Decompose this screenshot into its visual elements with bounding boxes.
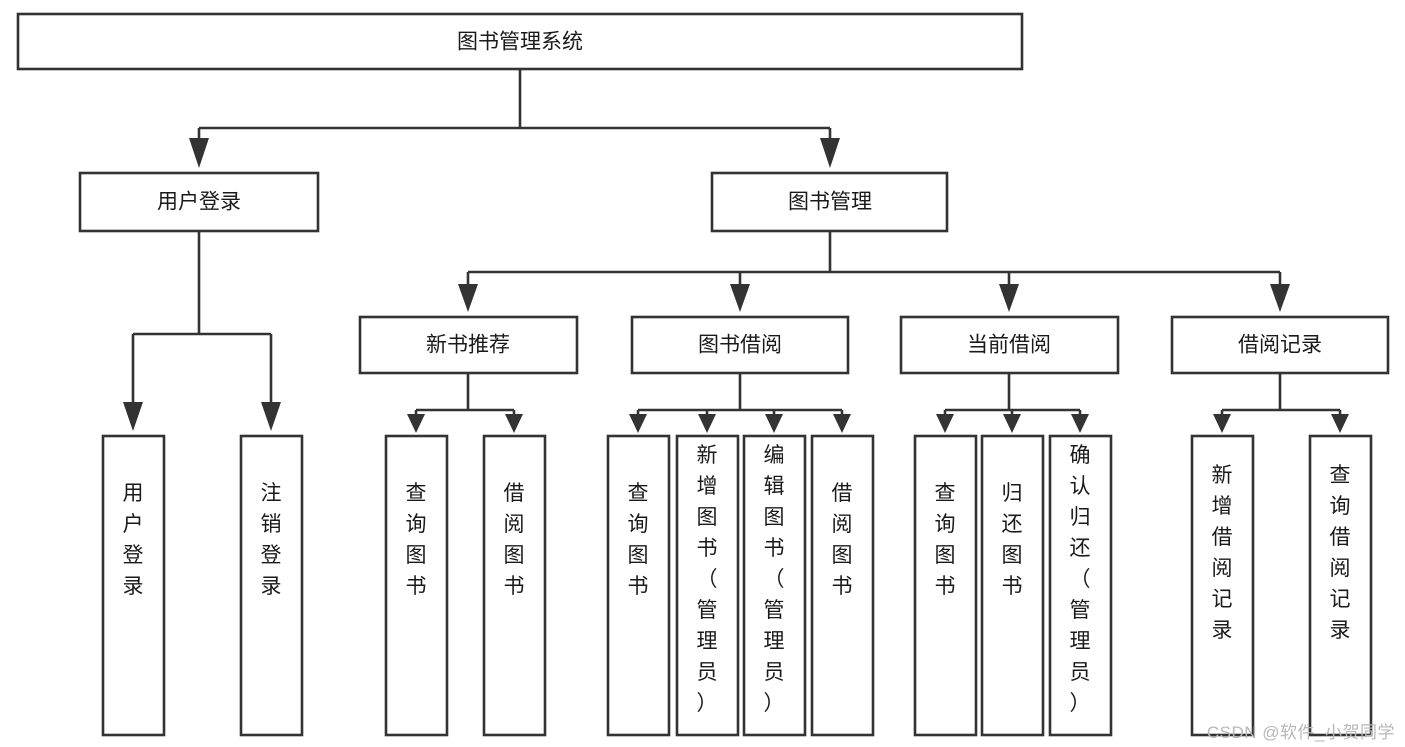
node-leaf-query-book-b[interactable]: 查询图书 (606, 434, 671, 737)
arrow-head-leaf-borrow-book-a (505, 414, 523, 433)
node-root-box[interactable] (16, 12, 1024, 71)
node-leaf-borrow-book-a-box[interactable] (482, 434, 547, 737)
arrow-head-leaf-confirm-return (1071, 414, 1089, 433)
node-root-label: 图书管理系统 (457, 31, 583, 54)
node-leaf-user-login-box[interactable] (101, 434, 166, 737)
arrow-head-leaf-query-book-a (407, 414, 425, 433)
arrow-head-borrow-record (1270, 284, 1290, 312)
connector-layer (123, 69, 1349, 433)
node-book-manage-box[interactable] (710, 171, 949, 233)
node-leaf-user-login[interactable]: 用户登录 (101, 434, 166, 737)
node-leaf-borrow-book-a-label: 借阅图书 (504, 482, 525, 598)
arrow-head-leaf-user-login (123, 402, 143, 431)
arrow-head-leaf-return-book (1003, 414, 1021, 433)
node-leaf-query-book-a-label: 查询图书 (406, 482, 427, 598)
node-book-manage[interactable]: 图书管理 (710, 171, 949, 233)
node-current-borrow-label: 当前借阅 (967, 334, 1051, 357)
node-book-borrow-box[interactable] (630, 315, 850, 375)
node-layer: 图书管理系统 用户登录 图书管理 新书推荐 图书借阅 (16, 12, 1390, 737)
node-leaf-logout-label: 注销登录 (261, 482, 282, 598)
node-new-book-rec-label: 新书推荐 (426, 334, 510, 357)
node-leaf-edit-book-box[interactable] (742, 434, 807, 737)
arrow-head-user-login (189, 138, 209, 168)
arrow-head-leaf-borrow-book-b (833, 414, 851, 433)
node-leaf-borrow-book-b-label: 借阅图书 (832, 482, 853, 598)
node-leaf-query-book-c-box[interactable] (913, 434, 978, 737)
node-leaf-borrow-book-b[interactable]: 借阅图书 (810, 434, 875, 737)
arrow-head-leaf-query-book-c (936, 414, 954, 433)
node-user-login-label: 用户登录 (157, 191, 241, 214)
arrow-head-book-borrow (730, 284, 750, 312)
arrow-head-leaf-edit-book (765, 414, 783, 433)
node-leaf-confirm-return[interactable]: 确认归还（管理员） (1048, 434, 1113, 737)
node-current-borrow-box[interactable] (899, 315, 1120, 375)
node-leaf-query-book-a-box[interactable] (384, 434, 449, 737)
arrow-head-leaf-query-record (1331, 414, 1349, 433)
node-leaf-borrow-book-a[interactable]: 借阅图书 (482, 434, 547, 737)
node-leaf-query-record[interactable]: 查询借阅记录 (1308, 434, 1373, 737)
node-leaf-add-record[interactable]: 新增借阅记录 (1190, 434, 1255, 737)
node-root[interactable]: 图书管理系统 (16, 12, 1024, 71)
node-leaf-return-book-box[interactable] (980, 434, 1045, 737)
node-leaf-add-book[interactable]: 新增图书（管理员） (675, 434, 740, 737)
node-new-book-rec-box[interactable] (358, 315, 579, 375)
node-book-borrow-label: 图书借阅 (698, 334, 782, 357)
arrow-head-current-borrow (999, 284, 1019, 312)
node-leaf-query-book-b-label: 查询图书 (628, 482, 649, 598)
node-user-login[interactable]: 用户登录 (78, 171, 320, 233)
node-leaf-add-record-box[interactable] (1190, 434, 1255, 737)
node-borrow-record[interactable]: 借阅记录 (1170, 315, 1390, 375)
node-leaf-query-book-a[interactable]: 查询图书 (384, 434, 449, 737)
arrow-head-book-manage (820, 138, 840, 168)
node-leaf-user-login-label: 用户登录 (123, 482, 144, 598)
node-borrow-record-label: 借阅记录 (1238, 334, 1322, 357)
node-leaf-edit-book-label: 编辑图书（管理员） (764, 444, 785, 715)
node-leaf-query-record-label: 查询借阅记录 (1330, 464, 1351, 642)
node-leaf-add-book-label: 新增图书（管理员） (697, 444, 718, 715)
node-leaf-return-book-label: 归还图书 (1002, 482, 1023, 598)
node-current-borrow[interactable]: 当前借阅 (899, 315, 1120, 375)
arrow-head-leaf-query-book-b (629, 414, 647, 433)
arrow-head-leaf-logout (261, 402, 281, 431)
node-book-manage-label: 图书管理 (788, 191, 872, 214)
node-leaf-confirm-return-box[interactable] (1048, 434, 1113, 737)
arrow-head-new-book-rec (458, 284, 478, 312)
node-leaf-confirm-return-label: 确认归还（管理员） (1070, 444, 1091, 715)
node-new-book-rec[interactable]: 新书推荐 (358, 315, 579, 375)
node-leaf-query-book-c[interactable]: 查询图书 (913, 434, 978, 737)
node-leaf-add-record-label: 新增借阅记录 (1212, 464, 1233, 642)
node-borrow-record-box[interactable] (1170, 315, 1390, 375)
node-leaf-edit-book[interactable]: 编辑图书（管理员） (742, 434, 807, 737)
node-leaf-logout-box[interactable] (239, 434, 304, 737)
node-leaf-return-book[interactable]: 归还图书 (980, 434, 1045, 737)
node-leaf-add-book-box[interactable] (675, 434, 740, 737)
node-leaf-query-book-b-box[interactable] (606, 434, 671, 737)
node-leaf-borrow-book-b-box[interactable] (810, 434, 875, 737)
node-book-borrow[interactable]: 图书借阅 (630, 315, 850, 375)
node-user-login-box[interactable] (78, 171, 320, 233)
arrow-head-leaf-add-book (698, 414, 716, 433)
node-leaf-logout[interactable]: 注销登录 (239, 434, 304, 737)
arrow-head-leaf-add-record (1213, 414, 1231, 433)
node-leaf-query-record-box[interactable] (1308, 434, 1373, 737)
node-leaf-query-book-c-label: 查询图书 (935, 482, 956, 598)
